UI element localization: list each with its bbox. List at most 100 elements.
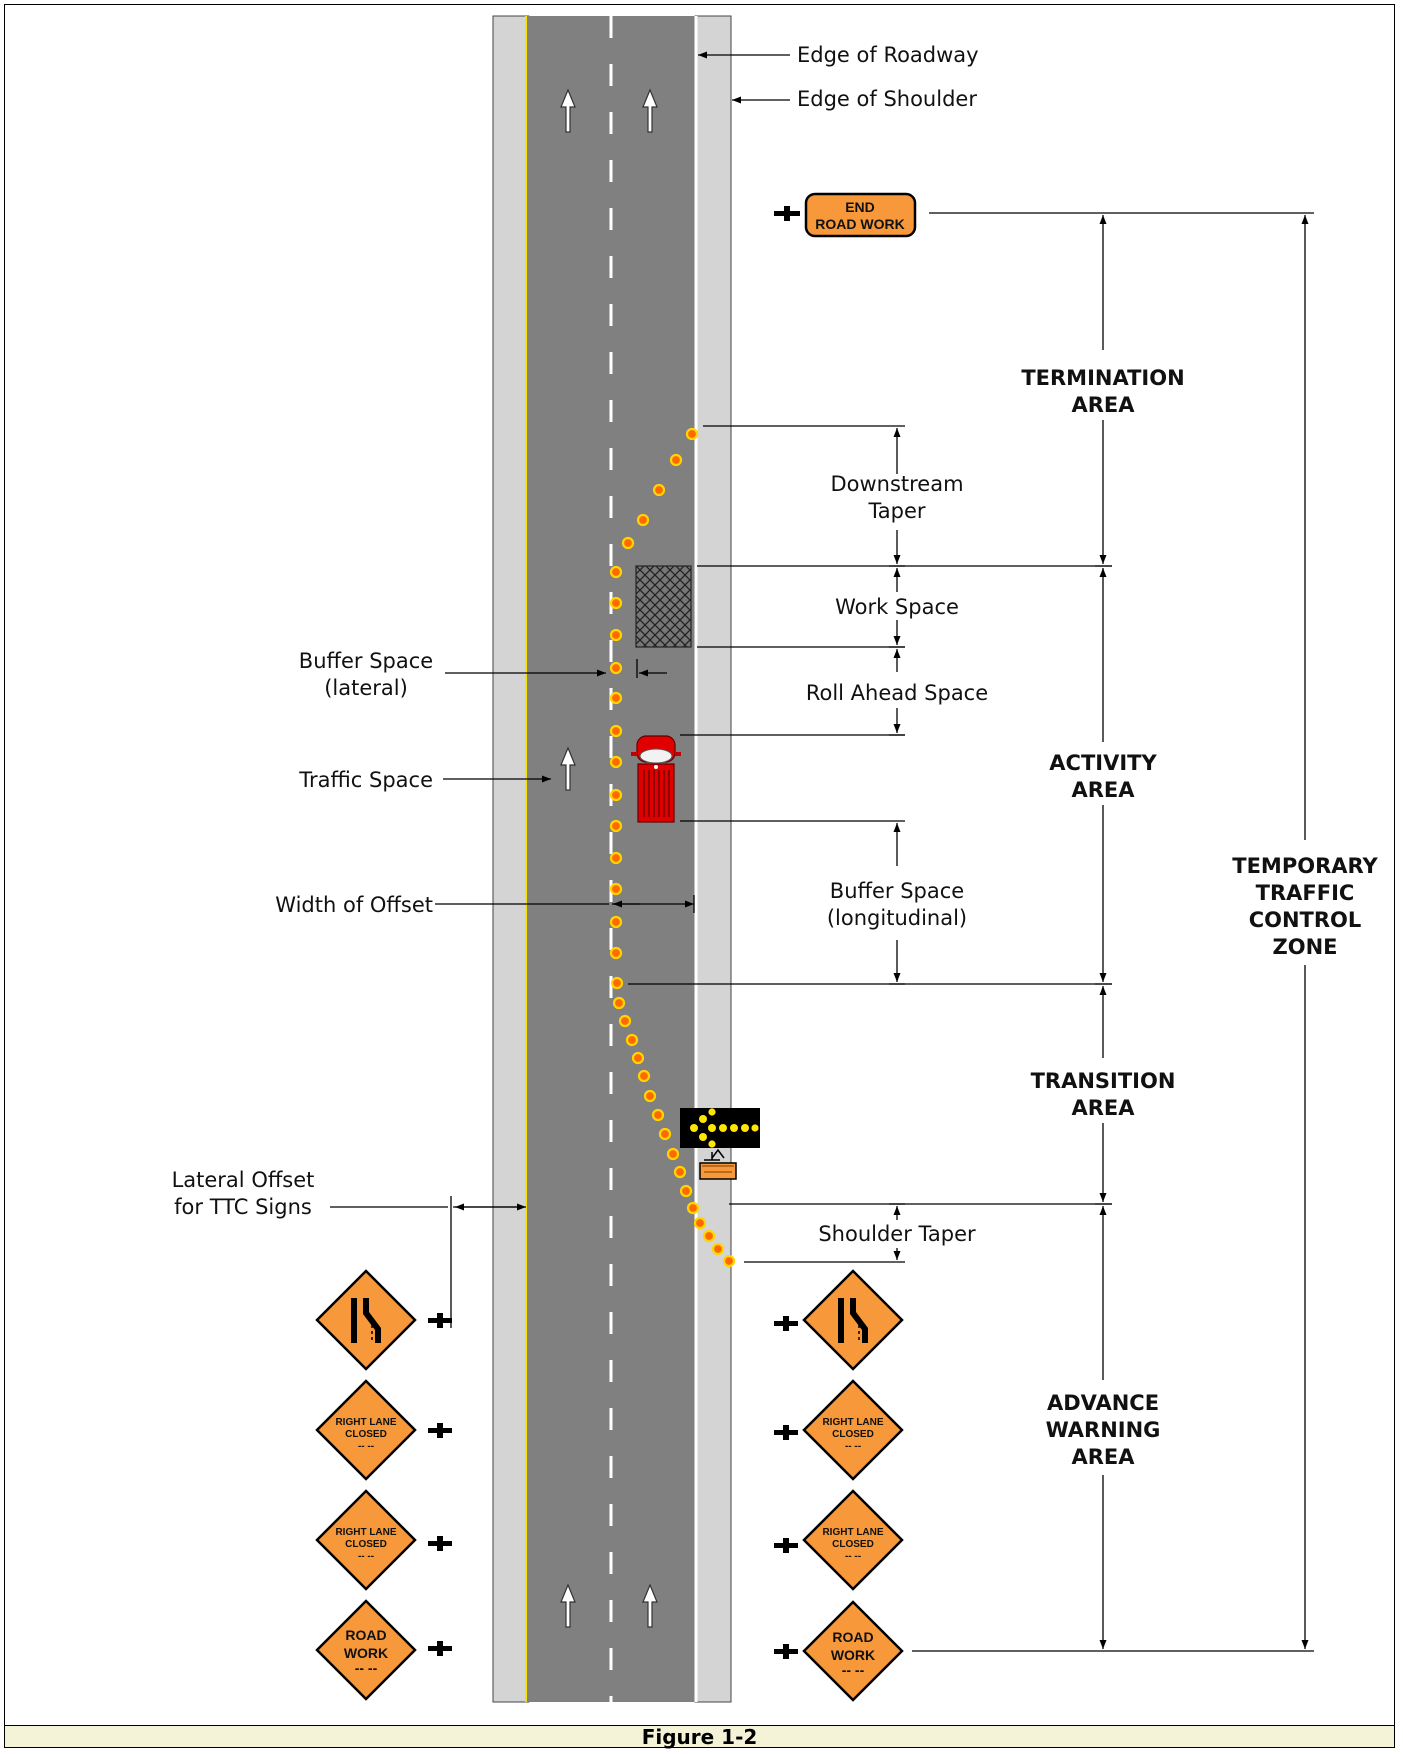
svg-text:-- --: -- -- [842,1662,865,1678]
svg-text:ROAD WORK: ROAD WORK [815,216,904,232]
svg-text:CLOSED: CLOSED [345,1539,387,1550]
left-warning-signs: RIGHT LANE CLOSED -- -- RIGHT LANE CLOSE… [315,1269,452,1701]
direction-arrow-icon [642,88,658,133]
traffic-cone-icon [651,1108,665,1122]
right-lane-closed-sign: RIGHT LANE CLOSED -- -- [802,1489,904,1591]
traffic-cone-icon [652,483,666,497]
work-space-hatch [635,565,692,648]
svg-text:ROAD: ROAD [832,1629,873,1645]
traffic-cone-icon [609,596,623,610]
traffic-cone-icon [666,1147,680,1161]
svg-text:-- --: -- -- [845,1551,861,1562]
traffic-cone-icon [625,1033,639,1047]
traffic-cone-icon [636,513,650,527]
svg-text:WORK: WORK [831,1647,875,1663]
edge-of-shoulder-label: Edge of Shoulder [797,87,977,111]
shadow-truck-icon [631,735,681,823]
traffic-cone-icon [609,565,623,579]
traffic-space-label: Traffic Space [298,768,433,792]
downstream-taper-label: Downstream [830,472,963,496]
right-lane-closed-sign: RIGHT LANE CLOSED -- -- [315,1379,417,1481]
right-warning-signs: RIGHT LANE CLOSED -- -- RIGHT LANE CLOSE… [774,1269,904,1702]
svg-text:RIGHT LANE: RIGHT LANE [822,1527,883,1538]
termination-area-label-1: TERMINATION [1021,366,1184,390]
traffic-cone-icon [643,1089,657,1103]
buffer-lateral-label-2: (lateral) [324,676,408,700]
advance-warning-label-1: ADVANCE [1047,1391,1159,1415]
traffic-cone-icon [637,1069,651,1083]
dimension-labels: Edge of Roadway Edge of Shoulder Downstr… [172,43,989,1246]
ttc-zone-label-1: TEMPORARY [1232,854,1378,878]
traffic-cone-icon [612,996,626,1010]
traffic-cone-icon [610,976,624,990]
traffic-cone-icon [618,1014,632,1028]
traffic-cone-icon [609,882,623,896]
traffic-cone-icon [609,691,623,705]
traffic-cone-icon [609,724,623,738]
traffic-cone-icon [673,1165,687,1179]
zone-labels: TERMINATION AREA ACTIVITY AREA TRANSITIO… [1021,366,1378,1469]
ttc-zone-label-4: ZONE [1273,935,1338,959]
buffer-lateral-label: Buffer Space [299,649,433,673]
advance-warning-label-3: AREA [1071,1445,1135,1469]
direction-arrow-icon [642,1583,658,1628]
traffic-cone-icon [609,661,623,675]
traffic-cone-icon [631,1051,645,1065]
svg-text:-- --: -- -- [355,1660,378,1676]
activity-area-label-1: ACTIVITY [1049,751,1157,775]
traffic-cone-icon [702,1229,716,1243]
right-lane-closed-sign: RIGHT LANE CLOSED -- -- [315,1489,417,1591]
traffic-cone-icon [609,788,623,802]
road-work-sign: ROAD WORK -- -- [802,1600,904,1702]
svg-text:CLOSED: CLOSED [345,1429,387,1440]
traffic-cone-icon [722,1254,736,1268]
right-shoulder [694,15,732,1703]
direction-arrow-icon [560,746,576,791]
traffic-cone-icon [669,453,683,467]
direction-arrow-icon [560,88,576,133]
svg-text:RIGHT LANE: RIGHT LANE [335,1417,396,1428]
svg-text:-- --: -- -- [845,1441,861,1452]
lateral-offset-label-2: for TTC Signs [174,1195,312,1219]
traffic-cone-icon [679,1184,693,1198]
traffic-cone-icon [609,946,623,960]
traffic-cone-icon [658,1127,672,1141]
work-space-label: Work Space [835,595,959,619]
traffic-cone-icon [609,915,623,929]
buffer-longitudinal-label-2: (longitudinal) [827,906,967,930]
svg-text:RIGHT LANE: RIGHT LANE [335,1527,396,1538]
right-lane-closed-sign: RIGHT LANE CLOSED -- -- [802,1379,904,1481]
traffic-cone-icon [686,1201,700,1215]
svg-text:END: END [845,199,875,215]
shoulder-taper-label: Shoulder Taper [818,1222,976,1246]
lane-reduction-sign [315,1269,417,1371]
edge-of-roadway-label: Edge of Roadway [797,43,979,67]
traffic-cone-icon [693,1216,707,1230]
traffic-cone-icon [609,819,623,833]
left-shoulder [492,15,530,1703]
traffic-cone-icon [621,536,635,550]
termination-area-label-2: AREA [1071,393,1135,417]
transition-area-label-1: TRANSITION [1031,1069,1176,1093]
traffic-cone-icon [609,755,623,769]
svg-text:-- --: -- -- [358,1551,374,1562]
roll-ahead-space-label: Roll Ahead Space [806,681,988,705]
svg-text:CLOSED: CLOSED [832,1539,874,1550]
road-work-sign: ROAD WORK -- -- [315,1599,417,1701]
svg-text:RIGHT LANE: RIGHT LANE [822,1417,883,1428]
advance-warning-label-2: WARNING [1046,1418,1161,1442]
svg-text:-- --: -- -- [358,1441,374,1452]
lane-reduction-sign [802,1269,904,1371]
activity-area-label-2: AREA [1071,778,1135,802]
svg-text:WORK: WORK [344,1645,388,1661]
traffic-cone-icon [609,851,623,865]
end-road-work-sign: END ROAD WORK [774,192,917,238]
ttc-zone-label-3: CONTROL [1249,908,1362,932]
arrow-board-icon [680,1108,760,1148]
buffer-longitudinal-label: Buffer Space [830,879,964,903]
arrow-board-trailer-icon [699,1148,737,1180]
downstream-taper-label-2: Taper [867,499,925,523]
lateral-offset-label: Lateral Offset [172,1168,315,1192]
